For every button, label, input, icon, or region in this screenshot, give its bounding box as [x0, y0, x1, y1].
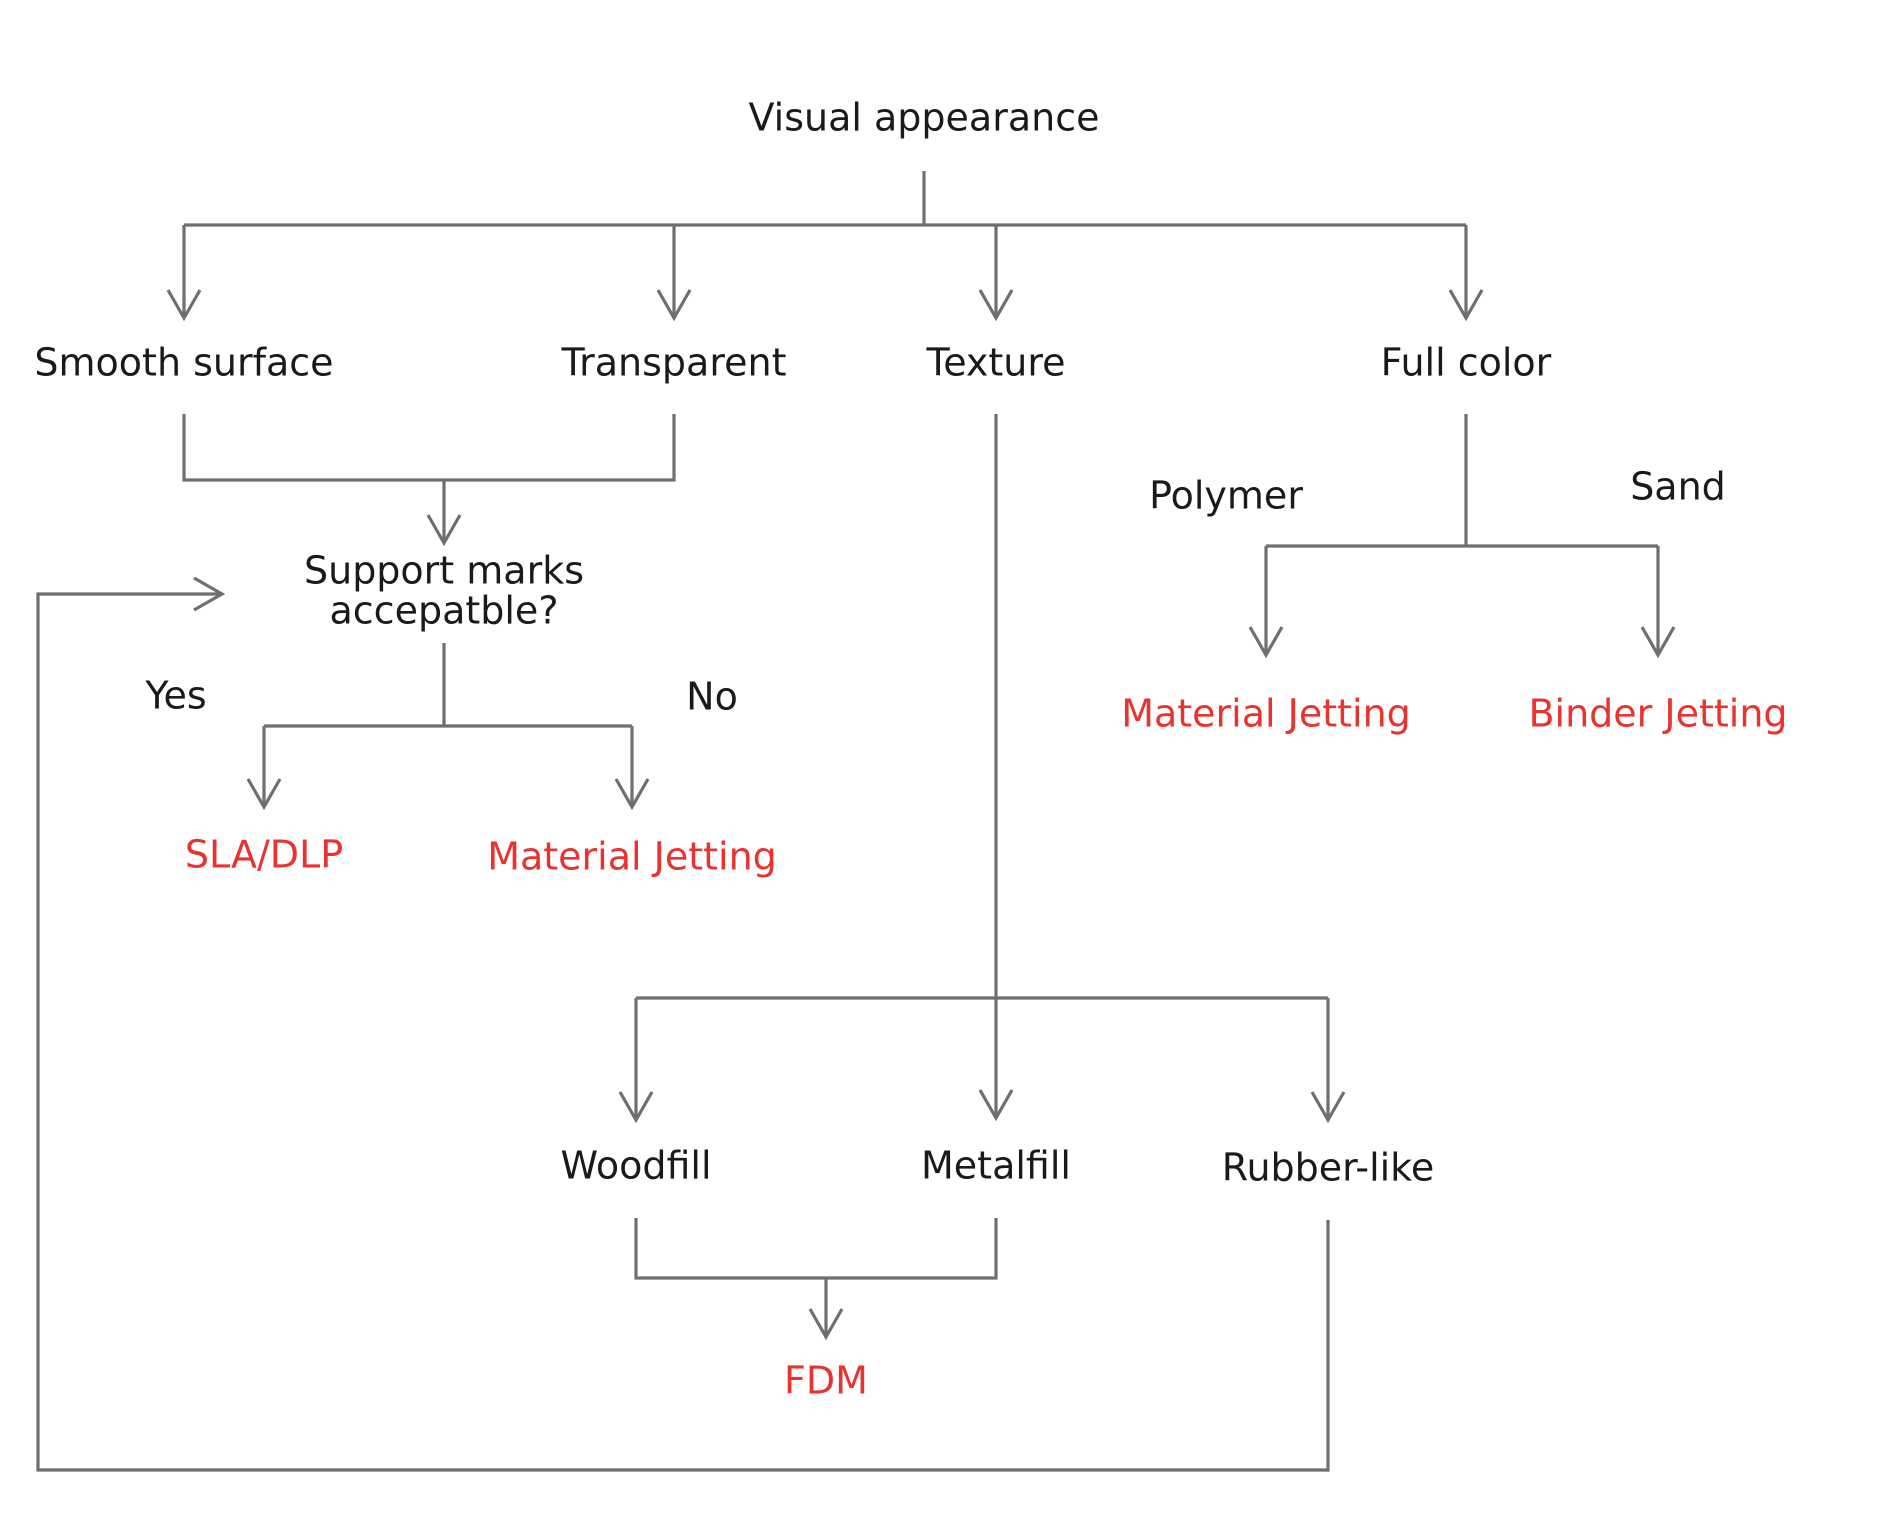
connector-merge-smooth-transparent: [182, 414, 676, 482]
branch-label-polymer: Polymer: [1149, 474, 1303, 518]
node-metalfill: Metalfill: [921, 1144, 1071, 1188]
connectors: [36, 171, 1660, 1472]
arrowheads: [166, 289, 1676, 1341]
branch-label-yes: Yes: [144, 674, 206, 718]
branch-label-no: No: [686, 675, 738, 719]
connector-rubber-like-loop: [36, 592, 1330, 1472]
node-woodfill: Woodfill: [560, 1144, 711, 1188]
branch-labels: Yes No Polymer Sand: [144, 465, 1725, 719]
arrowhead-down: [614, 778, 650, 811]
node-transparent: Transparent: [561, 341, 787, 385]
arrowhead-down: [1640, 626, 1676, 659]
arrowhead-down: [978, 1089, 1014, 1122]
node-texture: Texture: [925, 341, 1065, 385]
arrowhead-down: [246, 778, 282, 811]
nodes: Visual appearance Smooth surface Transpa…: [34, 96, 1551, 1190]
arrowhead-down: [656, 289, 692, 322]
connector-merge-woodfill-metalfill: [634, 1218, 998, 1280]
arrowhead-down: [978, 289, 1014, 322]
node-support-marks-line-2: accepatble?: [330, 589, 559, 633]
arrowhead-down: [808, 1308, 844, 1341]
arrowhead-right: [193, 576, 226, 612]
node-rubber-like: Rubber-like: [1222, 1146, 1434, 1190]
arrowhead-down: [166, 289, 202, 322]
result-sla-dlp: SLA/DLP: [185, 833, 343, 877]
arrowhead-down: [1448, 289, 1484, 322]
arrowhead-down: [1248, 626, 1284, 659]
results: SLA/DLP Material Jetting Material Jettin…: [185, 692, 1788, 1403]
arrowhead-down: [618, 1091, 654, 1124]
branch-label-sand: Sand: [1630, 465, 1726, 509]
arrowhead-down: [426, 514, 462, 547]
node-support-marks-line-1: Support marks: [304, 549, 584, 593]
arrowhead-down: [1310, 1091, 1346, 1124]
node-visual-appearance: Visual appearance: [749, 96, 1100, 140]
result-material-jetting-support: Material Jetting: [487, 835, 777, 879]
node-full-color: Full color: [1381, 341, 1552, 385]
result-binder-jetting: Binder Jetting: [1528, 692, 1787, 736]
node-smooth-surface: Smooth surface: [34, 341, 333, 385]
result-fdm: FDM: [784, 1359, 868, 1403]
result-material-jetting-polymer: Material Jetting: [1121, 692, 1411, 736]
